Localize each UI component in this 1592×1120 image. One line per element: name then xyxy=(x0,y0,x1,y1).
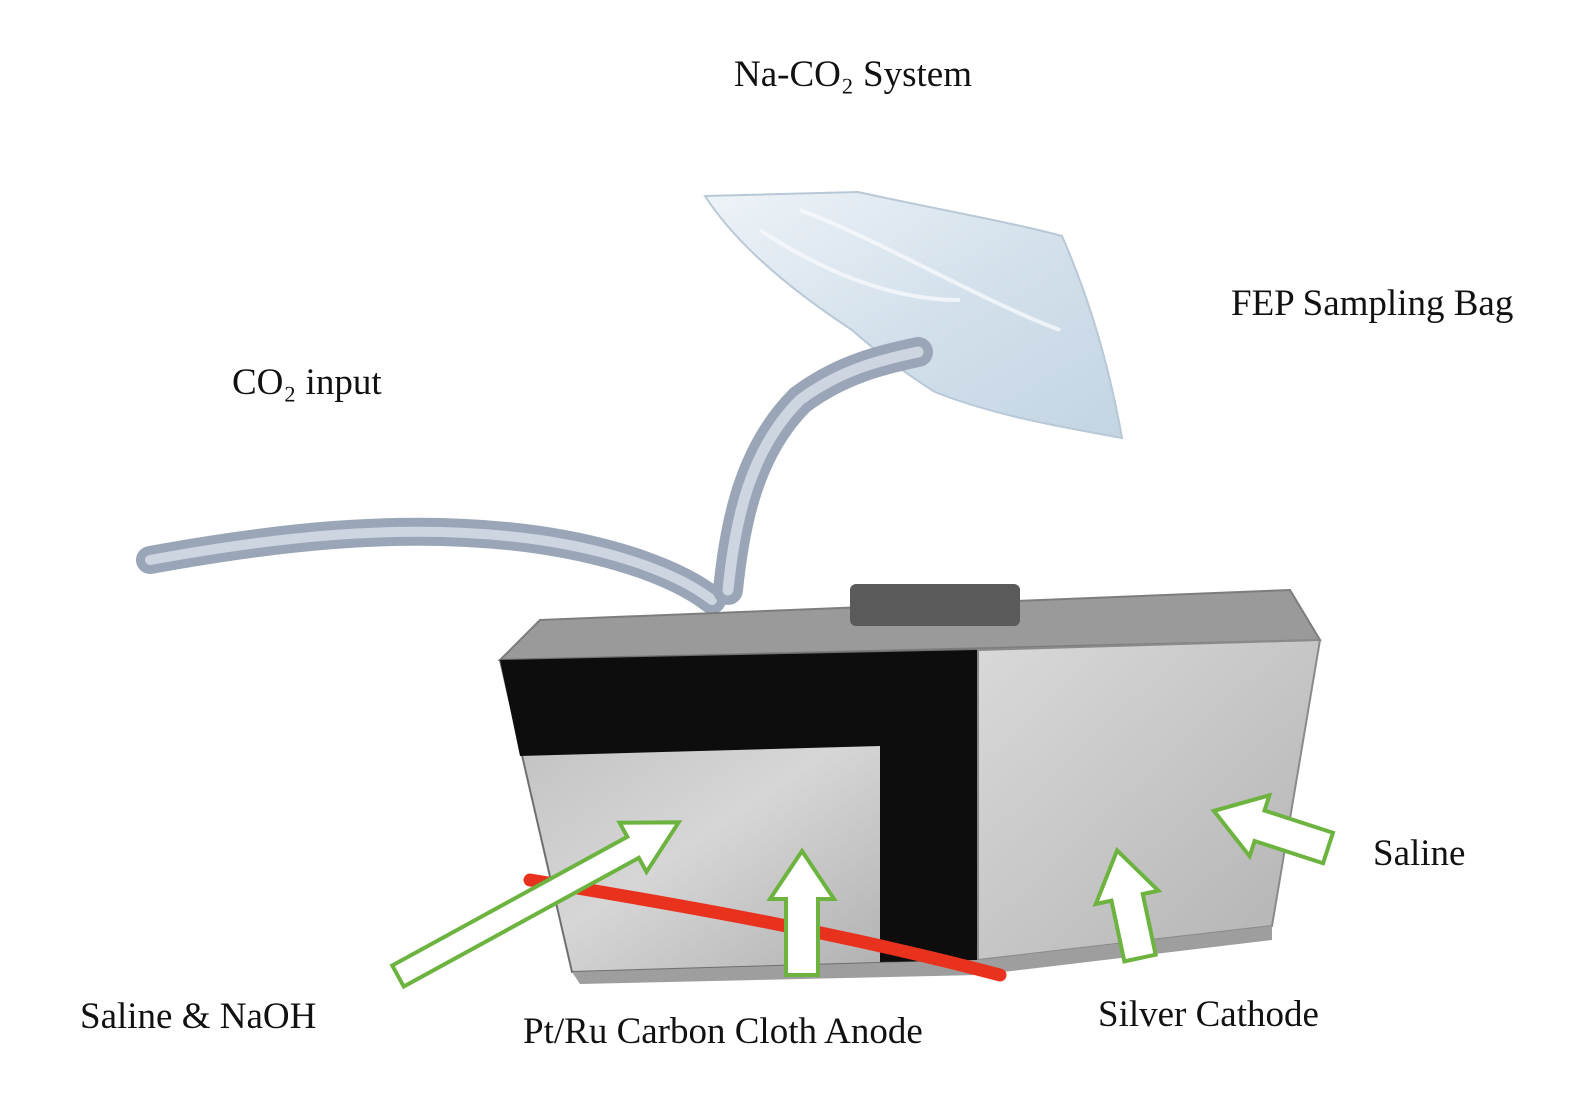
label-fep-bag: FEP Sampling Bag xyxy=(1231,283,1514,324)
label-co2-input: CO₂ input xyxy=(232,362,382,403)
label-cathode: Silver Cathode xyxy=(1098,994,1319,1035)
label-anode: Pt/Ru Carbon Cloth Anode xyxy=(523,1011,923,1052)
label-saline: Saline xyxy=(1373,833,1466,874)
label-saline-naoh: Saline & NaOH xyxy=(80,996,317,1037)
fep-sampling-bag xyxy=(703,190,1124,440)
electrochemical-cell-box xyxy=(497,584,1322,984)
arrow-saline xyxy=(1210,792,1336,866)
figure-title: Na-CO₂ System xyxy=(734,54,972,95)
arrow-anode xyxy=(766,847,838,977)
co2-tubing xyxy=(136,337,933,614)
arrow-cathode xyxy=(1092,846,1163,964)
arrow-saline-naoh xyxy=(389,820,683,990)
